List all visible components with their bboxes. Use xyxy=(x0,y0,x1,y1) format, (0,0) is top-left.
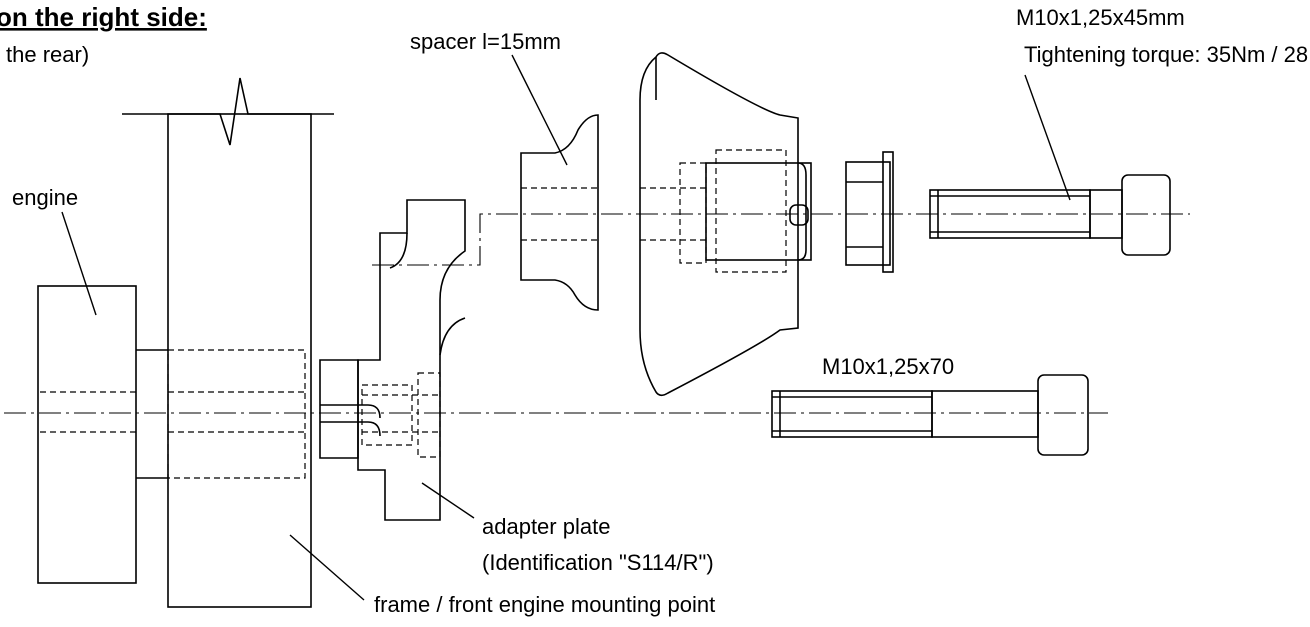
adapter-plate-body xyxy=(357,199,466,521)
bolt-70mm-threaded-shank xyxy=(771,390,933,438)
bolt-45mm-head xyxy=(1121,174,1171,256)
flange-nut-part xyxy=(845,151,894,273)
section-subheading: the rear) xyxy=(6,42,89,67)
bracket-body xyxy=(639,52,799,397)
upper-centerline xyxy=(372,213,1190,266)
engine-label: engine xyxy=(12,185,78,210)
frame-break-line xyxy=(122,77,334,146)
section-heading: on the right side: xyxy=(0,2,207,32)
engine-part xyxy=(37,285,168,584)
centerlines xyxy=(4,213,1190,414)
spacer-body xyxy=(520,114,599,311)
frame-label: frame / front engine mounting point xyxy=(374,592,715,617)
leader-lines xyxy=(61,54,1071,601)
spacer-label: spacer l=15mm xyxy=(410,29,561,54)
frame-bore-hidden xyxy=(167,349,306,479)
flange-nut-body xyxy=(845,161,891,266)
bracket-part xyxy=(639,52,812,397)
adapter-plate-label: adapter plate xyxy=(482,514,610,539)
bolt-45mm-leader xyxy=(1024,74,1071,201)
frame-part xyxy=(122,77,334,608)
bolt-45mm-torque-label: Tightening torque: 35Nm / 28.8 lbf ft xyxy=(1024,42,1310,67)
bolt-70mm-spec-label: M10x1,25x70 xyxy=(822,354,954,379)
bracket-boss xyxy=(705,162,812,261)
bolt-70mm-head xyxy=(1037,374,1089,456)
adapter-plate-id-label: (Identification "S114/R") xyxy=(482,550,714,575)
bolt-45mm-part xyxy=(929,174,1171,256)
engine-leader xyxy=(61,211,97,316)
adapter-plate-leader xyxy=(421,482,475,519)
frame-body xyxy=(167,113,312,608)
bolt-45mm-spec-label: M10x1,25x45mm xyxy=(1016,5,1185,30)
frame-leader xyxy=(289,534,365,601)
bolt-70mm-part xyxy=(771,374,1089,456)
spacer-part xyxy=(520,114,599,311)
engine-block xyxy=(37,285,137,584)
spacer-leader xyxy=(511,54,568,166)
adapter-plate-part xyxy=(319,199,466,521)
